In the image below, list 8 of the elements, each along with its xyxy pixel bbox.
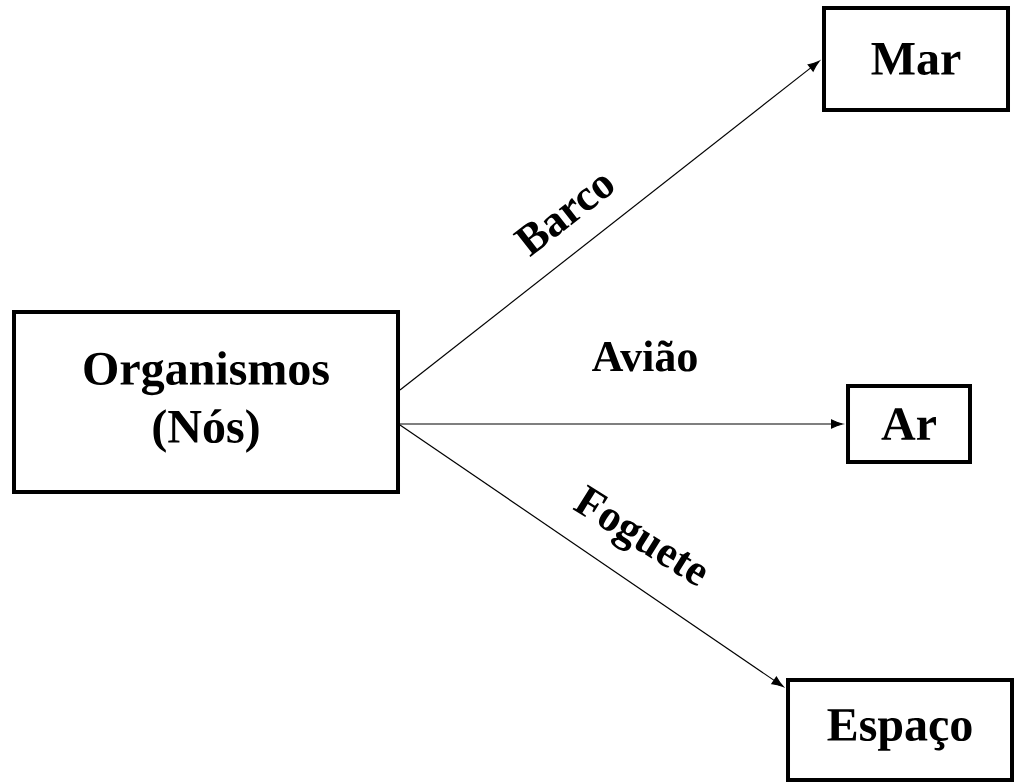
edge-label: Avião (592, 340, 697, 372)
text-box: Ar (846, 384, 972, 464)
text-box: Organismos (Nós) (12, 310, 400, 494)
text-box: Espaço (786, 678, 1014, 782)
text-box: Mar (822, 6, 1010, 112)
arrow (399, 419, 843, 429)
arrow (399, 60, 820, 391)
arrow (399, 424, 784, 688)
